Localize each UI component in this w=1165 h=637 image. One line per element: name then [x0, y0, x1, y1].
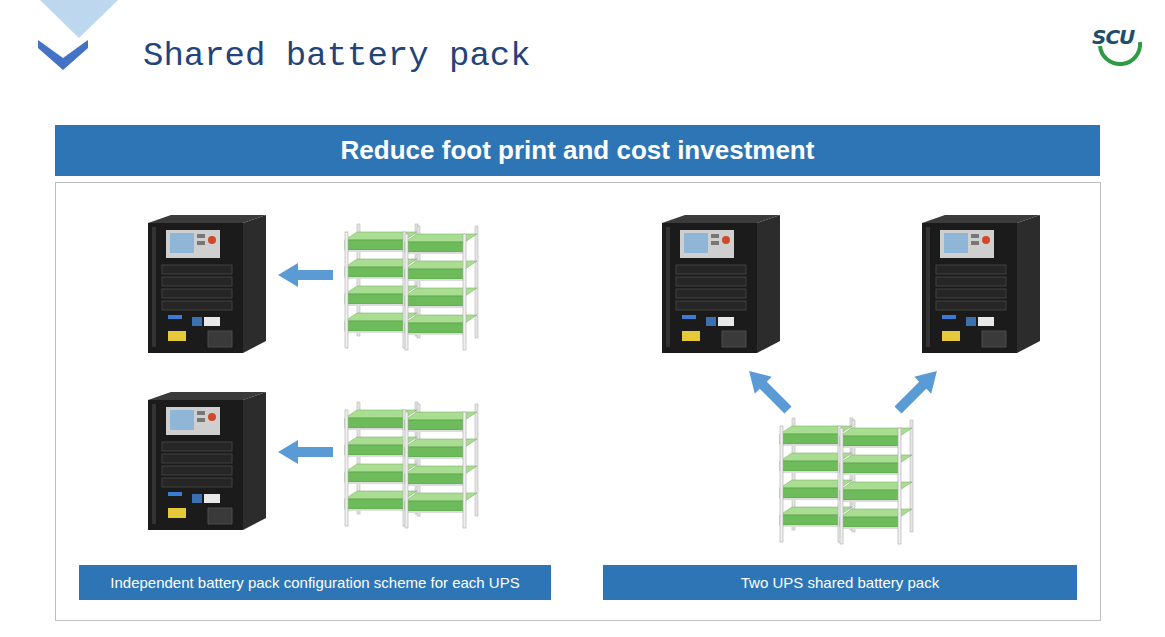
- battery-rack: [345, 402, 478, 528]
- logo-text: SCU: [1092, 25, 1134, 49]
- flow-arrow: [890, 363, 946, 419]
- flow-arrow: [741, 363, 797, 419]
- caption-bar-text: Independent battery pack configuration s…: [110, 574, 519, 591]
- corner-chevron: [38, 40, 88, 70]
- panel-border: [56, 183, 1101, 621]
- ups-cabinet: [662, 215, 780, 353]
- battery-rack: [780, 418, 913, 544]
- caption-bar: Independent battery pack configuration s…: [79, 565, 551, 600]
- caption-bar: Two UPS shared battery pack: [603, 565, 1077, 600]
- ups-cabinet: [148, 215, 266, 353]
- caption-bar-text: Two UPS shared battery pack: [741, 574, 939, 591]
- header-banner: Reduce foot print and cost investment: [55, 125, 1100, 176]
- battery-rack: [345, 224, 478, 350]
- header-banner-text: Reduce foot print and cost investment: [341, 135, 815, 166]
- flow-arrow: [278, 263, 333, 287]
- slide-title: Shared battery pack: [143, 34, 531, 78]
- corner-decoration: [40, 0, 118, 38]
- ups-cabinet: [148, 392, 266, 530]
- ups-cabinet: [922, 215, 1040, 353]
- flow-arrow: [278, 440, 333, 464]
